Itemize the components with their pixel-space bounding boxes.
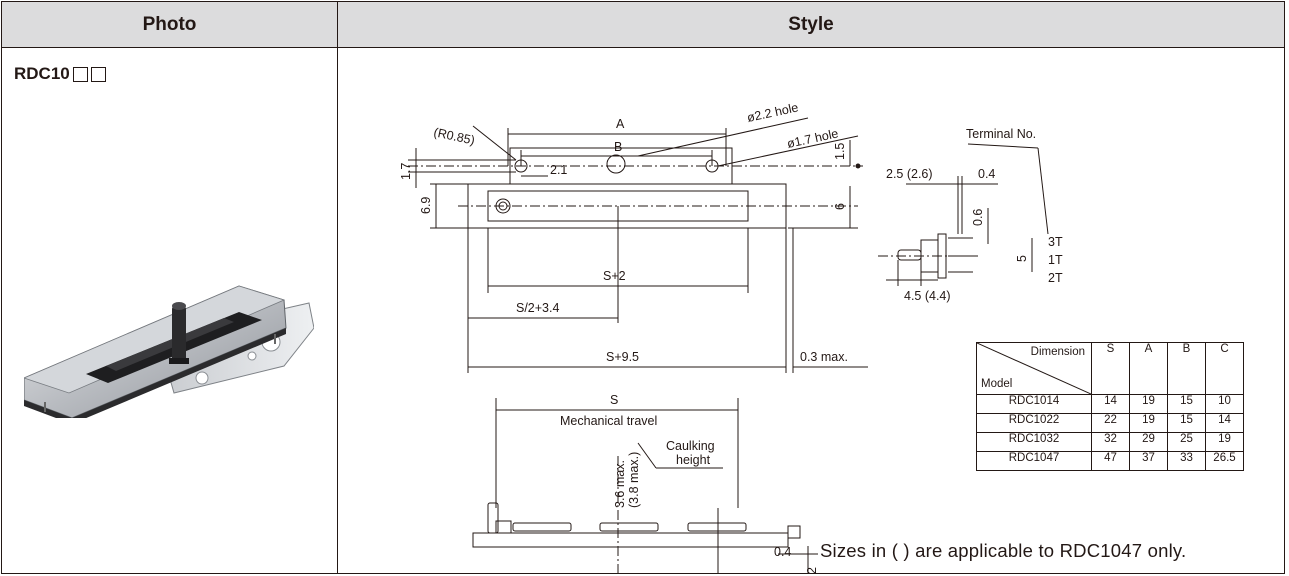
row-b: 15 (1167, 394, 1206, 414)
row-a: 19 (1129, 413, 1168, 433)
row-s: 14 (1091, 394, 1130, 414)
label-6-9: 6.9 (419, 197, 433, 214)
label-1-7: 1.7 (399, 163, 413, 180)
model-code: RDC10 (14, 64, 106, 84)
row-s: 22 (1091, 413, 1130, 433)
row-s: 32 (1091, 432, 1130, 452)
label-3-6max: 3.6 max. (613, 460, 627, 508)
photo-cell: RDC10 (1, 47, 338, 574)
label-1-5: 1.5 (833, 143, 847, 160)
label-3-8max: (3.8 max.) (627, 452, 641, 508)
label-s95: S+9.5 (606, 350, 639, 364)
row-model: RDC1032 (976, 432, 1092, 452)
label-s234: S/2+3.4 (516, 301, 559, 315)
corner-diagonal (977, 343, 1091, 394)
label-height: height (676, 453, 711, 467)
table-row: RDC1014 14 19 15 10 (976, 394, 1244, 414)
label-6: 6 (833, 203, 847, 210)
label-1t: 1T (1048, 253, 1063, 267)
label-5: 5 (1015, 255, 1029, 262)
label-2-1: 2.1 (550, 163, 567, 177)
header-style: Style (337, 1, 1285, 48)
label-4-5: 4.5 (4.4) (904, 289, 951, 303)
label-0-4-bottom: 0.4 (774, 545, 791, 559)
col-header-b: B (1167, 342, 1206, 395)
placeholder-box (72, 66, 88, 82)
model-code-text: RDC10 (14, 64, 70, 83)
label-2: 2 (805, 567, 819, 573)
col-header-c: C (1205, 342, 1244, 395)
style-cell: A B ø2.2 hole ø1.7 hole (R0.85) 2.1 1.7 … (337, 47, 1285, 574)
label-r085: (R0.85) (432, 125, 476, 147)
table-row: RDC1047 47 37 33 26.5 (976, 451, 1244, 471)
row-a: 19 (1129, 394, 1168, 414)
col-header-s: S (1091, 342, 1130, 395)
row-model: RDC1014 (976, 394, 1092, 414)
label-s: S (610, 393, 618, 407)
label-a: A (616, 117, 625, 131)
label-s2: S+2 (603, 269, 626, 283)
dimension-table: Dimension Model S A B C RDC1014 14 19 15… (976, 342, 1244, 471)
label-2-5: 2.5 (2.6) (886, 167, 933, 181)
placeholder-box (90, 66, 106, 82)
row-b: 25 (1167, 432, 1206, 452)
corner-cell: Dimension Model (976, 342, 1092, 395)
label-3t: 3T (1048, 235, 1063, 249)
label-03max: 0.3 max. (800, 350, 848, 364)
row-a: 37 (1129, 451, 1168, 471)
corner-model-label: Model (981, 378, 1013, 390)
label-0-4-side: 0.4 (978, 167, 995, 181)
row-c: 19 (1205, 432, 1244, 452)
row-model: RDC1022 (976, 413, 1092, 433)
label-caulking: Caulking (666, 439, 715, 453)
label-0-6: 0.6 (971, 209, 985, 226)
corner-dimension-label: Dimension (1030, 346, 1085, 358)
row-model: RDC1047 (976, 451, 1092, 471)
table-row: RDC1022 22 19 15 14 (976, 413, 1244, 433)
row-c: 10 (1205, 394, 1244, 414)
label-2t: 2T (1048, 271, 1063, 285)
row-c: 26.5 (1205, 451, 1244, 471)
footnote: Sizes in ( ) are applicable to RDC1047 o… (820, 540, 1187, 561)
col-header-a: A (1129, 342, 1168, 395)
row-c: 14 (1205, 413, 1244, 433)
label-mechanical-travel: Mechanical travel (560, 414, 657, 428)
dimension-drawing: A B ø2.2 hole ø1.7 hole (R0.85) 2.1 1.7 … (399, 100, 1063, 573)
label-hole-17: ø1.7 hole (786, 126, 840, 151)
row-s: 47 (1091, 451, 1130, 471)
label-terminal-no: Terminal No. (966, 127, 1036, 141)
table-row: RDC1032 32 29 25 19 (976, 432, 1244, 452)
product-photo (24, 285, 314, 418)
label-b: B (614, 140, 622, 154)
row-a: 29 (1129, 432, 1168, 452)
header-photo: Photo (1, 1, 338, 48)
row-b: 15 (1167, 413, 1206, 433)
row-b: 33 (1167, 451, 1206, 471)
